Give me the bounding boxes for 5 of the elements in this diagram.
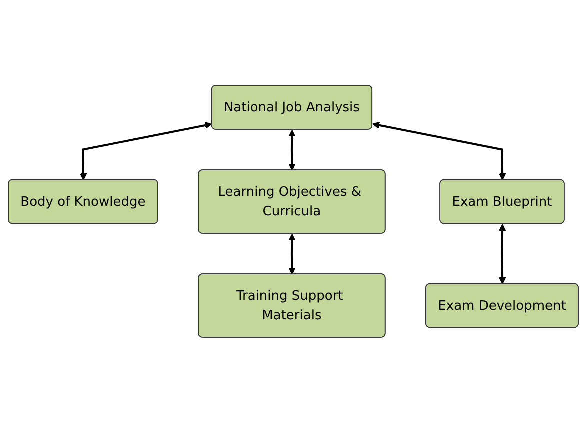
arrow	[288, 234, 296, 275]
arrow	[498, 224, 506, 285]
arrow	[80, 122, 212, 181]
arrow	[372, 122, 506, 181]
arrow	[288, 130, 296, 171]
